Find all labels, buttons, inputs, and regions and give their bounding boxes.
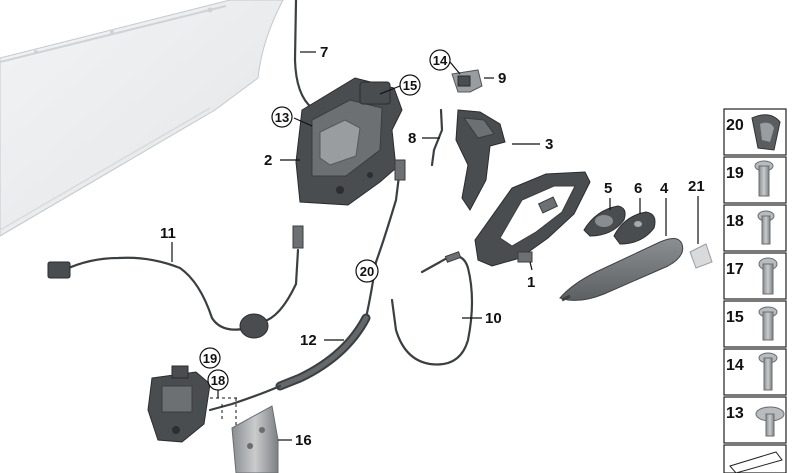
rod-8 <box>430 108 444 167</box>
callout-7: 7 <box>320 44 328 61</box>
svg-text:18: 18 <box>211 373 225 388</box>
fastener-cell <box>723 444 787 473</box>
shim-plate-icon <box>729 451 783 473</box>
fastener-cell: 17 <box>723 252 787 300</box>
svg-text:20: 20 <box>360 264 374 279</box>
fastener-cell: 20 <box>723 108 787 156</box>
callout-9: 9 <box>498 70 506 87</box>
fastener-cell: 13 <box>723 396 787 444</box>
torx-screw-icon <box>758 257 778 295</box>
callout-2: 2 <box>264 152 272 169</box>
torx-screw-icon <box>757 210 775 245</box>
callout-4: 4 <box>660 180 669 197</box>
callout-5: 5 <box>604 180 612 197</box>
wiring-harness-11 <box>47 225 304 339</box>
callout-1: 1 <box>527 274 535 291</box>
svg-text:19: 19 <box>203 351 217 366</box>
svg-text:13: 13 <box>275 110 289 125</box>
door-latch <box>147 365 211 443</box>
circled-callout-18: 18 <box>207 369 229 391</box>
circled-callout-15: 15 <box>399 74 421 96</box>
fastener-cell: 18 <box>723 204 787 252</box>
fastener-cell: 14 <box>723 348 787 396</box>
door-lock-module-2 <box>295 77 403 206</box>
torx-screw-icon <box>754 160 774 197</box>
circled-callout-20: 20 <box>355 259 379 283</box>
wire-7 <box>293 0 314 110</box>
torx-screw-icon <box>758 352 778 391</box>
callout-21: 21 <box>688 178 705 195</box>
bowden-cable-12 <box>208 159 406 412</box>
door-panel <box>0 0 284 237</box>
callout-16: 16 <box>295 432 312 449</box>
clip-nut-icon <box>751 114 781 151</box>
svg-text:20: 20 <box>726 117 744 134</box>
fastener-panel: 20 19 18 17 <box>723 108 787 473</box>
svg-text:17: 17 <box>726 261 744 278</box>
fastener-cell: 19 <box>723 156 787 204</box>
door-handle-4 <box>559 238 684 302</box>
bracket-9 <box>451 69 483 93</box>
circled-callout-14: 14 <box>429 49 451 71</box>
pan-head-screw-icon <box>755 406 785 437</box>
callout-6: 6 <box>634 180 642 197</box>
fastener-cell: 15 <box>723 300 787 348</box>
handle-carrier-1 <box>474 171 591 267</box>
svg-text:15: 15 <box>726 309 744 326</box>
svg-text:14: 14 <box>433 53 448 68</box>
end-cap-21 <box>689 243 713 269</box>
circled-callout-13: 13 <box>271 106 293 128</box>
callout-8: 8 <box>408 130 416 147</box>
svg-text:13: 13 <box>726 405 744 422</box>
plate-16 <box>231 405 279 473</box>
callout-10: 10 <box>485 310 502 327</box>
bracket-3 <box>455 109 506 211</box>
callout-12: 12 <box>300 332 317 349</box>
svg-text:14: 14 <box>726 357 744 374</box>
gasket-5 <box>583 205 626 237</box>
callout-3: 3 <box>545 136 553 153</box>
cap-6 <box>613 211 656 245</box>
torx-screw-icon <box>758 306 778 341</box>
circled-callout-19: 19 <box>199 347 221 369</box>
cable-10 <box>390 251 474 366</box>
svg-text:18: 18 <box>726 213 744 230</box>
svg-text:15: 15 <box>403 78 417 93</box>
svg-text:19: 19 <box>726 165 744 182</box>
callout-11: 11 <box>160 225 176 242</box>
